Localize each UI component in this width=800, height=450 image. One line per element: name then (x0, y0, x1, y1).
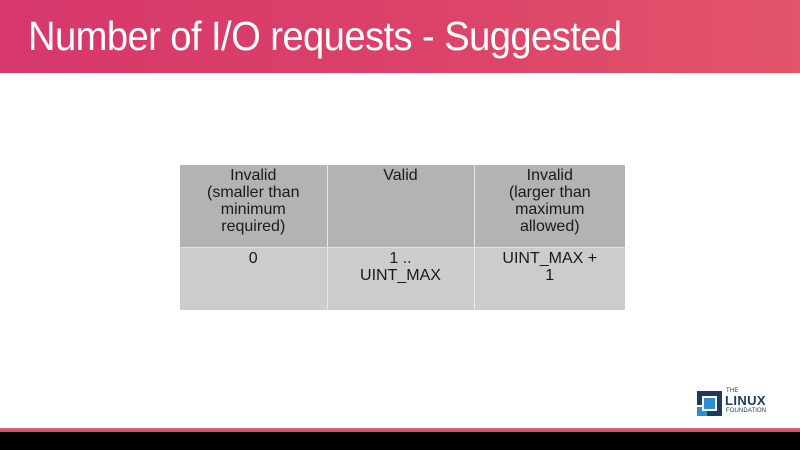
header-line: Valid (383, 167, 418, 184)
cell-invalid-smaller: 0 (180, 247, 328, 310)
logo-text-the: THE (726, 388, 739, 394)
header-line: Invalid (526, 167, 573, 184)
linux-foundation-mark-icon (697, 391, 722, 416)
header-invalid-smaller: Invalid (smaller than minimum required) (180, 165, 328, 248)
footer-accent-stripe (0, 428, 800, 432)
logo-text-linux: LINUX (725, 393, 766, 408)
cell-valid: 1 .. UINT_MAX (327, 247, 475, 310)
footer-bar (0, 432, 800, 450)
cell-line: UINT_MAX (360, 267, 441, 284)
cell-line: UINT_MAX + (502, 250, 598, 267)
header-line: Invalid (230, 167, 277, 184)
io-requests-table: Invalid (smaller than minimum required) … (180, 165, 625, 310)
header-line: (larger than (508, 184, 591, 201)
header-line: allowed) (519, 218, 580, 235)
slide-title: Number of I/O requests - Suggested (28, 13, 622, 59)
header-line: (smaller than (207, 184, 300, 201)
cell-invalid-larger: UINT_MAX + 1 (474, 247, 625, 310)
cell-line: 0 (248, 250, 258, 267)
header-valid: Valid (327, 165, 475, 248)
linux-foundation-logo: THE LINUX FOUNDATION (697, 388, 777, 418)
header-line: minimum (220, 201, 286, 218)
header-line: required) (221, 218, 286, 235)
table-row: 0 1 .. UINT_MAX UINT_MAX + 1 (180, 247, 625, 310)
header-invalid-larger: Invalid (larger than maximum allowed) (474, 165, 625, 248)
cell-line: 1 (545, 267, 555, 284)
cell-line: 1 .. (389, 250, 412, 267)
title-bar: Number of I/O requests - Suggested (0, 0, 800, 73)
logo-text-foundation: FOUNDATION (726, 408, 767, 414)
header-line: maximum (515, 201, 585, 218)
table-header-row: Invalid (smaller than minimum required) … (180, 165, 625, 248)
